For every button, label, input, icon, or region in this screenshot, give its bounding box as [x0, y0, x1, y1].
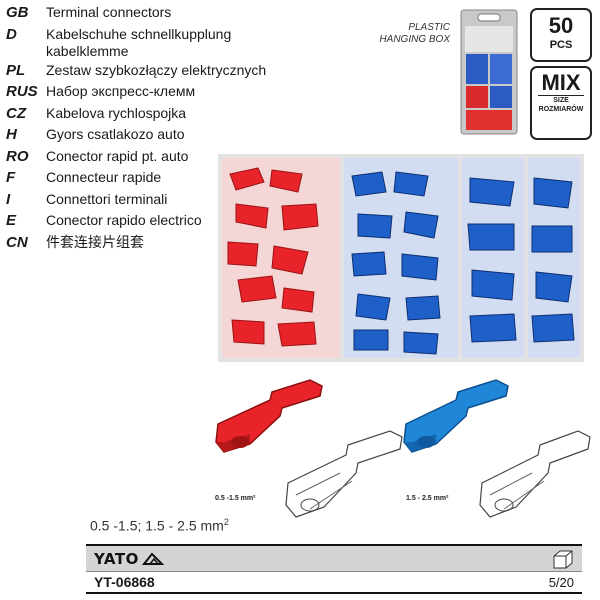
connectors-photo	[218, 154, 584, 362]
lang-text: Kabelschuhe schnellkupplung kabelklemme	[46, 25, 232, 59]
lang-row-d: D Kabelschuhe schnellkupplung kabelklemm…	[6, 26, 306, 62]
count-value: 50	[548, 13, 574, 38]
lang-code: E	[6, 212, 17, 229]
lang-row-gb: GB Terminal connectors	[6, 4, 306, 26]
connector-outline-drawing	[479, 430, 591, 518]
lang-row-cn: CN 件套连接片组套	[6, 234, 306, 256]
size-spec: 0.5 -1.5; 1.5 - 2.5 mm2	[90, 517, 229, 534]
lang-text: Набор экспресс-клемм	[46, 83, 196, 99]
blue-connector-image	[403, 379, 509, 453]
lang-row-cz: CZ Kabelova rychlospojka	[6, 105, 306, 127]
lang-row-e: E Conector rapido electrico	[6, 212, 306, 234]
lang-row-ro: RO Conector rapid pt. auto	[6, 148, 306, 170]
lang-code: I	[6, 190, 11, 208]
packaging-label: PLASTIC HANGING BOX	[352, 22, 450, 46]
lang-code: H	[6, 126, 17, 143]
lang-text: Gyors csatlakozo auto	[46, 126, 185, 142]
footer-brand-bar: YATO	[86, 544, 582, 571]
pack-quantity: 5/20	[548, 574, 574, 590]
lang-row-i: I Connettori terminali	[6, 191, 306, 213]
brand-name: YATO	[94, 549, 139, 568]
mix-sub-label: ROZMIARÓW	[538, 106, 584, 113]
lang-code: F	[6, 169, 16, 186]
lang-text: Connecteur rapide	[46, 169, 162, 185]
lang-code: PL	[6, 61, 26, 79]
product-code: YT-06868	[94, 574, 155, 590]
red-connector-image	[215, 379, 323, 453]
packaging-line2: HANGING BOX	[379, 34, 450, 45]
mix-size-badge: MIX SIZE ROZMIARÓW	[530, 66, 592, 140]
lang-row-rus: RUS Набор экспресс-клемм	[6, 83, 306, 105]
product-footer: YATO YT-06868 5/20	[86, 544, 582, 596]
lang-text: 件套连接片组套	[46, 233, 144, 250]
lang-text: Terminal connectors	[46, 4, 172, 20]
yato-logo: YATO	[94, 550, 164, 568]
lang-code: D	[6, 25, 17, 43]
box-icon	[553, 550, 573, 568]
mix-size-label: SIZE	[538, 95, 584, 105]
lang-code: CZ	[6, 104, 26, 122]
lang-text: Conector rapid pt. auto	[46, 147, 189, 164]
mix-label: MIX	[541, 70, 581, 95]
lang-row-h: H Gyors csatlakozo auto	[6, 126, 306, 148]
lang-row-pl: PL Zestaw szybkozłączy elektrycznych	[6, 62, 306, 84]
packaging-line1: PLASTIC	[408, 22, 450, 33]
hanging-box-image	[460, 9, 518, 135]
count-unit: PCS	[549, 39, 573, 51]
size-spec-text: 0.5 -1.5; 1.5 - 2.5 mm	[90, 517, 224, 534]
lang-code: RUS	[6, 83, 38, 100]
lang-text: Kabelova rychlospojka	[46, 104, 187, 121]
lang-text: Conector rapido electrico	[46, 212, 202, 228]
lang-row-f: F Connecteur rapide	[6, 169, 306, 191]
lang-code: GB	[6, 4, 29, 21]
lang-text: Connettori terminali	[46, 190, 168, 207]
language-list: GB Terminal connectors D Kabelschuhe sch…	[6, 4, 306, 255]
count-badge: 50 PCS	[530, 8, 592, 62]
footer-code-row: YT-06868 5/20	[86, 571, 582, 594]
size-spec-sup: 2	[223, 517, 229, 527]
lang-code: RO	[6, 147, 29, 165]
lang-text: Zestaw szybkozłączy elektrycznych	[46, 61, 267, 78]
connector-outline-drawing	[285, 430, 403, 518]
red-size-label: 0.5 -1.5 mm²	[215, 495, 256, 502]
lang-code: CN	[6, 233, 28, 251]
blue-size-label: 1.5 - 2.5 mm²	[406, 495, 449, 502]
yato-logo-icon	[141, 552, 164, 565]
